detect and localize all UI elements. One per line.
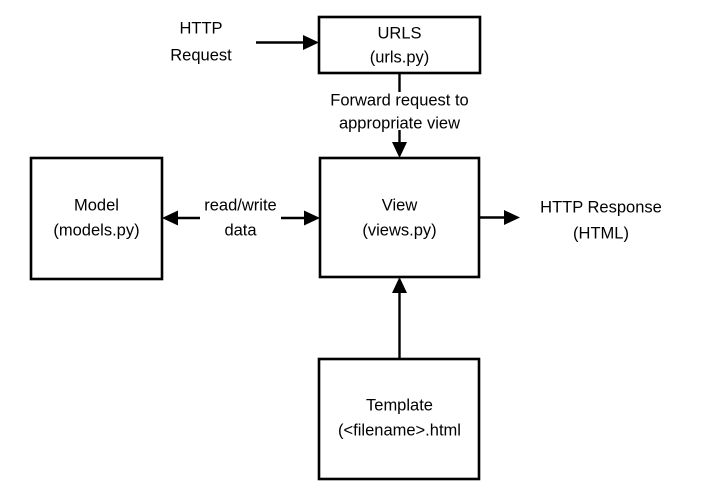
arrow-urls-to-view <box>392 73 407 158</box>
arrow-request-to-urls <box>256 35 319 50</box>
arrow-urls-to-view-head <box>392 142 407 158</box>
arrow-view-to-response-head <box>504 210 520 225</box>
arrow-template-to-view-head <box>392 277 407 293</box>
http-request-line1: HTTP <box>179 19 222 37</box>
forward-request-line1: Forward request to <box>330 91 468 109</box>
view-label-line2: (views.py) <box>362 221 436 239</box>
urls-label-line1: URLS <box>377 24 421 42</box>
arrow-view-to-model-head <box>162 210 178 226</box>
arrow-model-to-view-head <box>304 210 320 226</box>
template-label-line1: Template <box>366 396 433 414</box>
read-write-line1: read/write <box>204 196 276 214</box>
read-write-line2: data <box>224 221 257 239</box>
label-http-request: HTTP Request <box>170 19 232 64</box>
node-view[interactable]: View (views.py) <box>318 156 481 279</box>
view-label-line1: View <box>382 196 418 214</box>
urls-label-line2: (urls.py) <box>370 48 430 66</box>
node-template[interactable]: Template (<filename>.html <box>317 357 481 481</box>
node-urls[interactable]: URLS (urls.py) <box>317 15 482 75</box>
template-label-line2: (<filename>.html <box>338 421 461 439</box>
arrow-template-to-view <box>392 277 407 359</box>
arrow-request-to-urls-head <box>303 35 319 50</box>
label-read-write: read/write data <box>204 196 276 239</box>
urls-box[interactable] <box>317 15 482 75</box>
template-box[interactable] <box>317 357 481 481</box>
model-label-line2: (models.py) <box>53 221 139 239</box>
node-model[interactable]: Model (models.py) <box>29 156 164 281</box>
arrow-view-to-response <box>479 210 520 225</box>
label-forward-request: Forward request to appropriate view <box>330 91 468 132</box>
model-box[interactable] <box>29 156 164 281</box>
http-response-line1: HTTP Response <box>540 198 662 216</box>
view-box[interactable] <box>318 156 481 279</box>
http-response-line2: (HTML) <box>573 224 629 242</box>
label-http-response: HTTP Response (HTML) <box>540 198 662 242</box>
forward-request-line2: appropriate view <box>339 114 460 132</box>
arrow-view-to-model <box>162 210 200 226</box>
arrow-model-to-view <box>281 210 320 226</box>
http-request-line2: Request <box>170 46 232 64</box>
model-label-line1: Model <box>74 196 119 214</box>
